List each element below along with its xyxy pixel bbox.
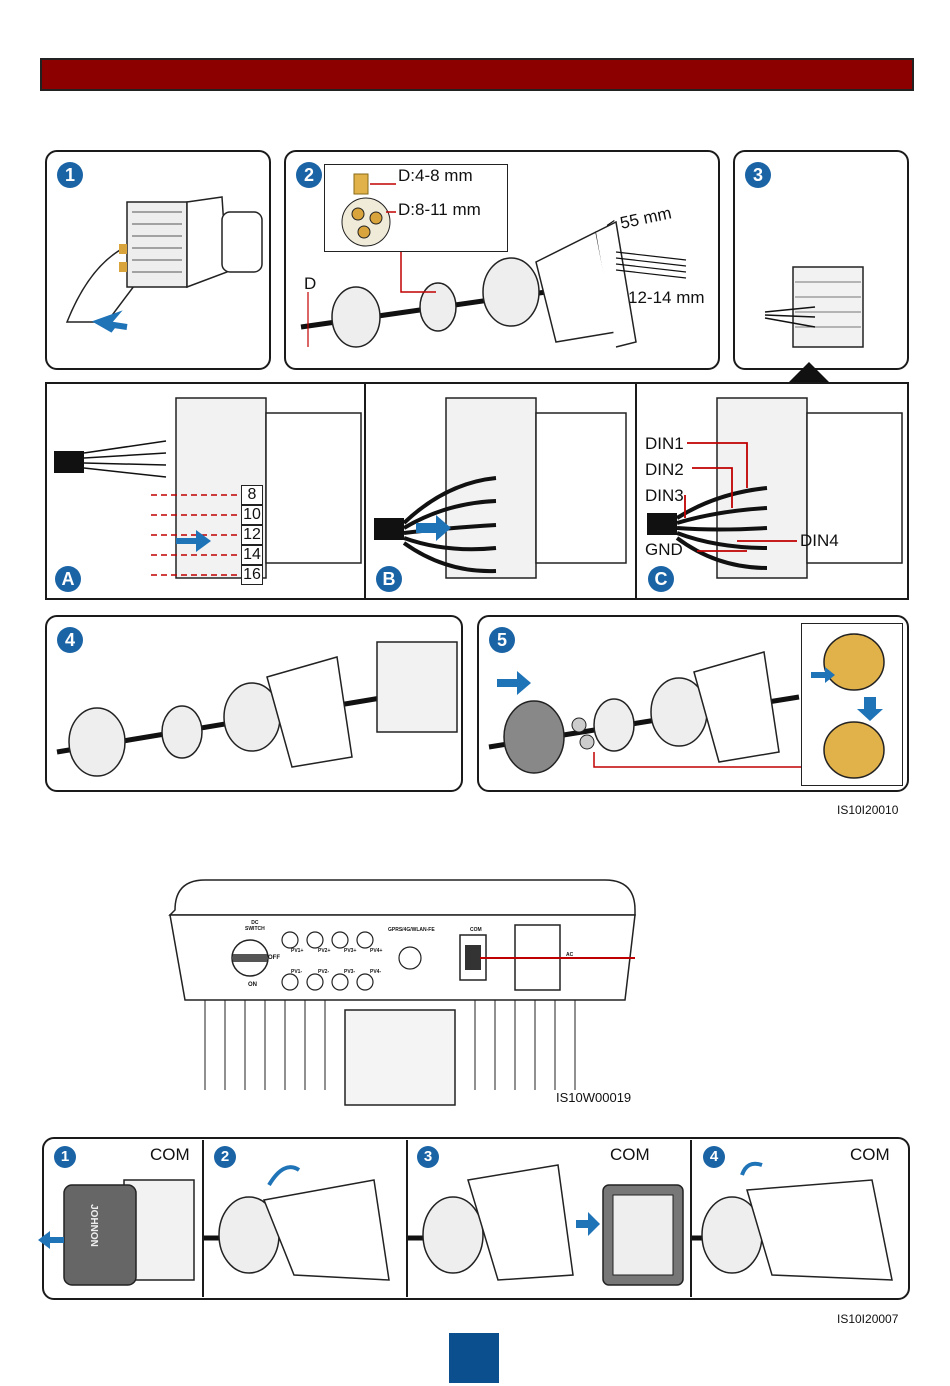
remove-cover-illustration — [44, 1140, 202, 1295]
connector-removal-illustration — [47, 152, 273, 372]
terminal-number: 16 — [241, 565, 263, 585]
dc-switch-label: DC SWITCH — [245, 920, 265, 932]
step-2-panel: 2 D:4-8 mm D:8-11 mm D ≤ 55 mm 12-14 mm — [284, 150, 720, 370]
din3-label: DIN3 — [645, 486, 684, 506]
assembly-illustration — [47, 617, 465, 794]
step-4-panel: 4 — [45, 615, 463, 792]
figure-code: IS10W00019 — [556, 1090, 631, 1105]
off-label: OFF — [268, 955, 280, 961]
inverter-bottom-view — [165, 870, 645, 1110]
antenna-port-label: GPRS/4G/WLAN-FE — [388, 927, 435, 933]
zoom-indicator-triangle — [789, 362, 829, 382]
cable-preparation-illustration — [286, 152, 722, 372]
close-latch-illustration — [692, 1140, 908, 1295]
gnd-label: GND — [645, 540, 683, 560]
page-marker — [449, 1333, 499, 1383]
pv-minus-label: PV4- — [370, 969, 381, 975]
ac-port-label: AC — [566, 952, 573, 958]
pv-plus-label: PV1+ — [291, 948, 303, 954]
com-port-label: COM — [470, 927, 482, 933]
terminal-number: 10 — [241, 505, 263, 525]
open-latch-illustration — [204, 1140, 404, 1295]
pv-minus-label: PV2- — [318, 969, 329, 975]
terminal-number-column: 8 10 12 14 16 — [241, 485, 263, 585]
pv-plus-label: PV3+ — [344, 948, 356, 954]
terminal-number: 12 — [241, 525, 263, 545]
terminal-number: 8 — [241, 485, 263, 505]
figure-code: IS10I20010 — [837, 803, 898, 817]
step-5-panel: 5 — [477, 615, 909, 792]
cover-brand-label: JOHNON — [88, 1204, 99, 1247]
on-label: ON — [248, 982, 257, 988]
section-header-bar — [40, 58, 914, 91]
din4-label: DIN4 — [800, 531, 839, 551]
din2-label: DIN2 — [645, 460, 684, 480]
seal-plug-illustration — [479, 617, 911, 794]
attach-connector-illustration — [408, 1140, 690, 1295]
figure-code: IS10I20007 — [837, 1312, 898, 1326]
terminal-insertion-illustration — [46, 383, 364, 599]
pv-plus-label: PV2+ — [318, 948, 330, 954]
step-1-panel: 1 — [45, 150, 271, 370]
pv-minus-label: PV1- — [291, 969, 302, 975]
step-3-panel: 3 — [733, 150, 909, 370]
pv-plus-label: PV4+ — [370, 948, 382, 954]
terminal-number: 14 — [241, 545, 263, 565]
pv-minus-label: PV3- — [344, 969, 355, 975]
din1-label: DIN1 — [645, 434, 684, 454]
wires-inserted-illustration — [366, 383, 634, 599]
terminal-block-illustration — [735, 152, 911, 372]
